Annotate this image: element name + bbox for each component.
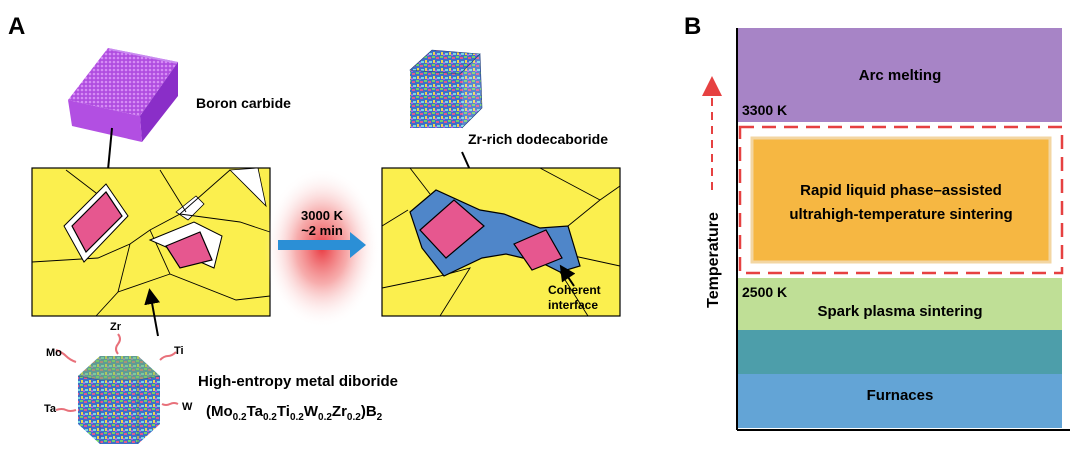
rapid-sintering-band bbox=[750, 136, 1052, 264]
sintered-microstructure bbox=[381, 167, 621, 317]
condition-temperature: 3000 K bbox=[301, 208, 344, 223]
panel-a-letter: A bbox=[8, 13, 25, 40]
dodecaboride-label: Zr-rich dodecaboride bbox=[468, 131, 608, 147]
diboride-label: High-entropy metal diboride bbox=[198, 373, 398, 390]
rapid-sintering-line2: ultrahigh-temperature sintering bbox=[789, 206, 1012, 223]
interface-arrow bbox=[559, 264, 576, 287]
element-ta: Ta bbox=[44, 403, 57, 415]
interface-label-line2: interface bbox=[548, 298, 598, 312]
boron-carbide-crystal bbox=[68, 48, 178, 142]
element-emission-waves bbox=[55, 333, 179, 412]
temperature-axis-label: Temperature bbox=[705, 212, 722, 308]
temp-2500-label: 2500 K bbox=[742, 284, 787, 300]
spark-plasma-band bbox=[738, 278, 1062, 330]
arc-melting-band bbox=[738, 28, 1062, 122]
dodecaboride-crystal bbox=[409, 49, 483, 129]
temp-3300-label: 3300 K bbox=[742, 102, 787, 118]
diboride-crystal bbox=[77, 356, 161, 444]
overlap-band bbox=[738, 330, 1062, 374]
rapid-sintering-line1: Rapid liquid phase–assisted bbox=[800, 182, 1002, 199]
arc-melting-label: Arc melting bbox=[859, 67, 942, 84]
diboride-arrow bbox=[144, 288, 161, 337]
panel-b-letter: B bbox=[684, 13, 701, 40]
process-arrow bbox=[278, 232, 366, 258]
boron-carbide-label: Boron carbide bbox=[196, 95, 291, 111]
interface-label-line1: Coherent bbox=[548, 283, 601, 297]
element-zr: Zr bbox=[110, 321, 122, 333]
element-mo: Mo bbox=[46, 347, 62, 359]
furnaces-label: Furnaces bbox=[867, 387, 934, 404]
furnaces-band bbox=[738, 374, 1062, 428]
element-ti: Ti bbox=[174, 345, 184, 357]
spark-plasma-label: Spark plasma sintering bbox=[817, 303, 982, 320]
condition-time: ~2 min bbox=[301, 223, 343, 238]
element-w: W bbox=[182, 401, 193, 413]
diboride-formula: (Mo0.2Ta0.2Ti0.2W0.2Zr0.2)B2 bbox=[206, 403, 383, 423]
initial-microstructure bbox=[31, 167, 271, 317]
